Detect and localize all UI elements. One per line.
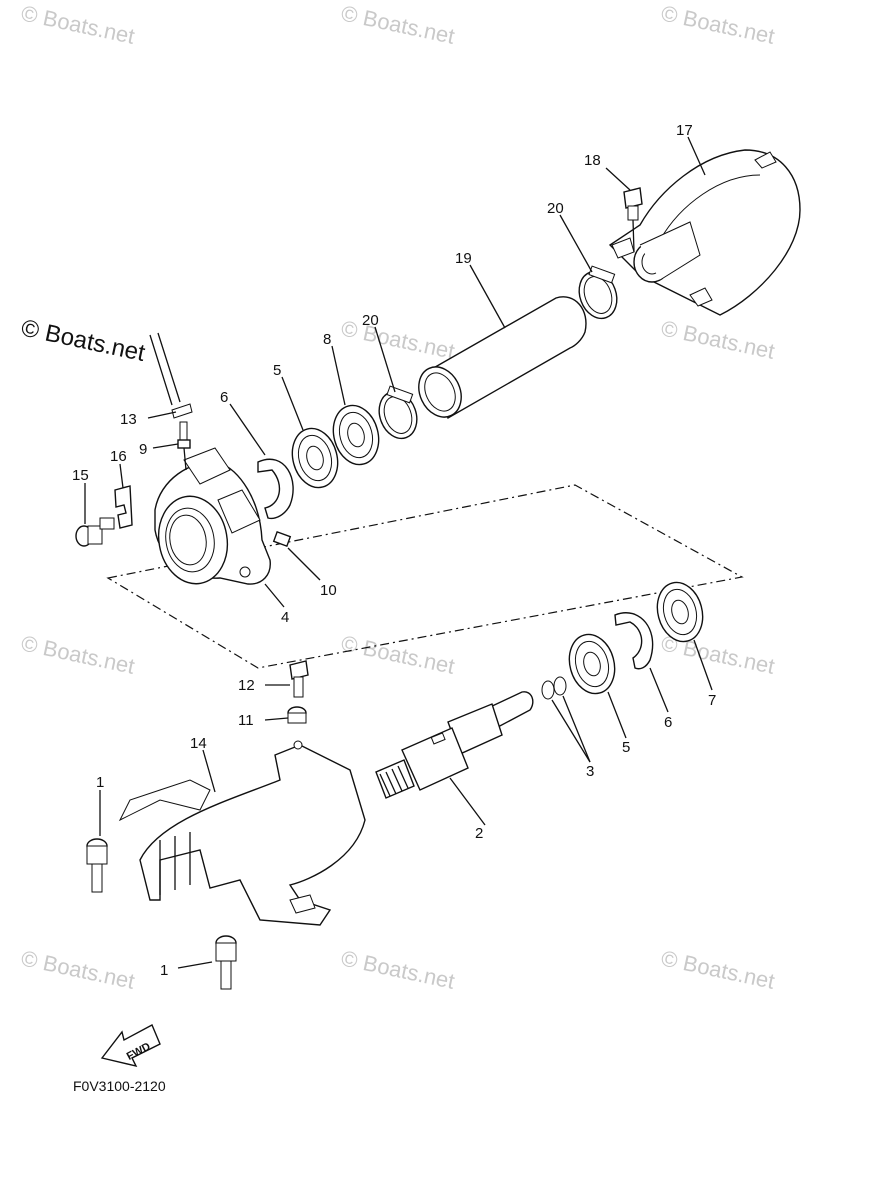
callout-19: 19 [455, 250, 472, 267]
callout-6-lower: 6 [664, 714, 672, 731]
part-17-nozzle-housing [608, 149, 801, 316]
part-1-bolt-lower [215, 935, 237, 990]
part-2-drive-shaft [375, 691, 534, 799]
watermark: © Boats.net [339, 0, 457, 48]
watermark: © Boats.net [659, 945, 777, 993]
callout-12: 12 [238, 677, 255, 694]
callout-16: 16 [110, 448, 127, 465]
part-19-tube [418, 296, 587, 420]
part-16-plate [114, 485, 133, 529]
watermark: © Boats.net [339, 315, 457, 363]
cable [149, 332, 181, 406]
callout-10: 10 [320, 582, 337, 599]
part-1-bolt-upper [86, 838, 108, 893]
leader-lines [84, 136, 713, 969]
watermark: © Boats.net [19, 945, 137, 993]
callout-18: 18 [584, 152, 601, 169]
watermark: © Boats.net [659, 315, 777, 363]
part-11-collar [287, 706, 307, 724]
callout-13: 13 [120, 411, 137, 428]
callout-9: 9 [139, 441, 147, 458]
watermark: © Boats.net [339, 945, 457, 993]
watermark: © Boats.net [19, 630, 137, 678]
callout-11: 11 [238, 712, 254, 729]
callout-5-lower: 5 [622, 739, 630, 756]
watermark: © Boats.net [19, 0, 137, 48]
callout-17: 17 [676, 122, 693, 139]
part-12-bolt [289, 660, 309, 698]
part-20-clamp-upper [578, 265, 618, 320]
watermarks: © Boats.net © Boats.net © Boats.net © Bo… [19, 0, 777, 993]
watermark-main: © Boats.net [19, 314, 148, 367]
callout-1-lower: 1 [160, 962, 168, 979]
fwd-arrow-icon: FWD [100, 1024, 161, 1068]
part-14-cover [118, 740, 366, 926]
part-8-bearing [332, 404, 380, 466]
callout-8: 8 [323, 331, 331, 348]
callouts: 17 18 20 19 20 8 5 6 13 9 16 15 10 4 12 … [72, 122, 716, 979]
part-7-bearing [656, 581, 704, 643]
part-6-snap-ring-upper [257, 458, 294, 520]
part-4-bearing-housing [154, 447, 271, 585]
part-10-pin [272, 531, 292, 547]
part-18-bolt [623, 187, 643, 253]
callout-1-upper: 1 [96, 774, 104, 791]
callout-14: 14 [190, 735, 207, 752]
callout-20-upper: 20 [547, 200, 564, 217]
callout-20-lower: 20 [362, 312, 379, 329]
callout-5-upper: 5 [273, 362, 281, 379]
part-6-snap-ring-lower [614, 612, 654, 670]
callout-15: 15 [72, 467, 89, 484]
callout-4: 4 [281, 609, 289, 626]
watermark: © Boats.net [659, 0, 777, 48]
callout-3: 3 [586, 763, 594, 780]
part-13-clip [171, 403, 193, 419]
watermark: © Boats.net [339, 630, 457, 678]
callout-2: 2 [475, 825, 483, 842]
part-5-bearing-lower [568, 633, 616, 695]
assembly-outline [106, 484, 744, 669]
callout-7: 7 [708, 692, 716, 709]
part-3-o-rings [541, 676, 567, 700]
callout-6-upper: 6 [220, 389, 228, 406]
diagram-code: F0V3100-2120 [73, 1078, 166, 1094]
part-20-clamp-lower [378, 385, 418, 440]
part-5-bearing-upper [291, 427, 339, 489]
part-15-bolt [75, 517, 115, 547]
